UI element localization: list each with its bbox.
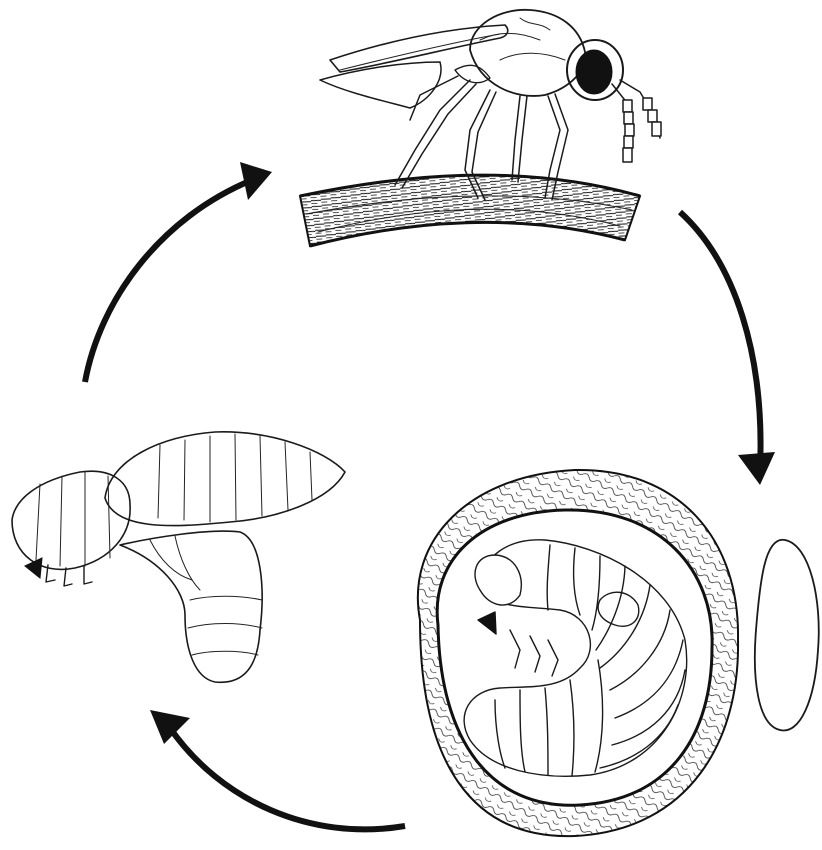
wasp-eye [576,50,612,94]
egg-illustration [755,540,819,731]
arrow-adult-to-larva [680,212,761,470]
arrowhead-left [150,710,190,744]
arrowhead-down-right [738,452,775,485]
wing-upper [330,25,508,72]
arrow-larva-to-pupa [170,728,405,829]
wasp-antenna [612,80,661,162]
pupa-abdomen [120,531,262,682]
arrow-pupa-to-adult [85,180,252,382]
pupa-wing-pad [105,432,345,526]
arrowhead-up-right [240,162,272,200]
adult-wasp-illustration [300,10,661,246]
pupa-illustration [12,432,345,682]
pupa-head [12,471,130,569]
larva-in-cocoon-illustration [418,470,738,836]
egg [755,540,819,731]
